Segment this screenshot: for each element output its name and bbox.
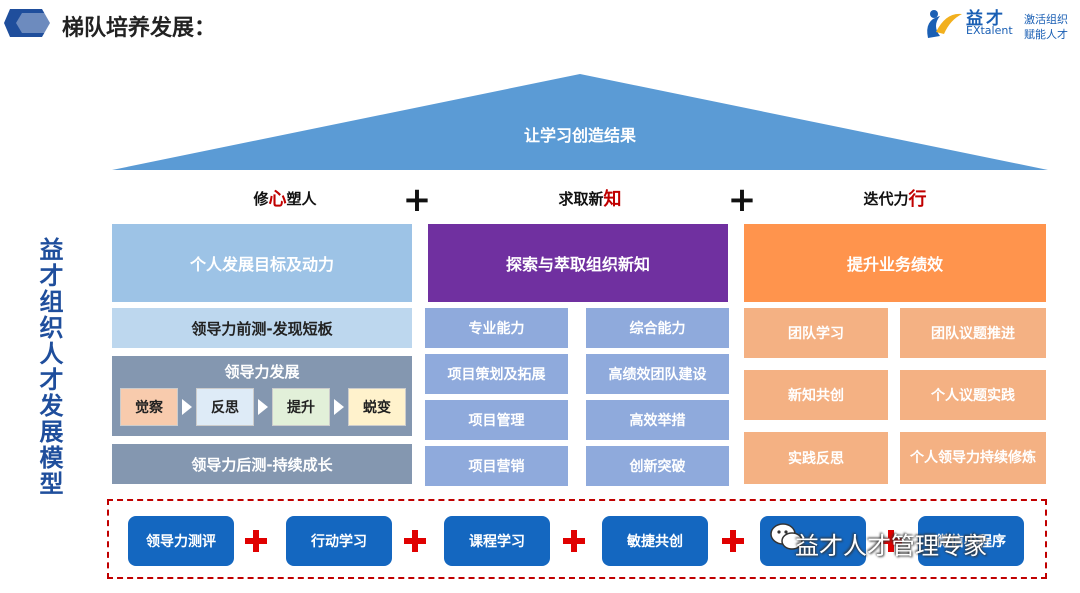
logo-icon: [927, 10, 962, 38]
knowledge-cell: 项目营销: [425, 446, 568, 486]
step-improve: 提升: [272, 388, 330, 426]
plus-icon: [880, 530, 902, 552]
logo-tagline-1: 激活组织: [1024, 13, 1068, 26]
plus-icon: [563, 530, 585, 552]
action-cell: 实践反思: [744, 432, 888, 484]
watermark-text: 益才人才管理专家: [795, 532, 987, 560]
tool-wechat-miniprogram: 微信小程序: [918, 516, 1024, 566]
plus-icon: [245, 530, 267, 552]
roof-label: 让学习创造结果: [523, 126, 636, 145]
step-aware: 觉察: [120, 388, 178, 426]
pillar-title-mind: 修心塑人: [253, 189, 317, 210]
middle-header: 探索与萃取组织新知: [428, 224, 728, 302]
knowledge-cell: 综合能力: [586, 308, 729, 348]
action-cell: 个人议题实践: [900, 370, 1046, 420]
leadership-posttest: 领导力后测-持续成长: [112, 444, 412, 484]
action-cell: 团队学习: [744, 308, 888, 358]
knowledge-cell: 高绩效团队建设: [586, 354, 729, 394]
knowledge-cell: 项目管理: [425, 400, 568, 440]
tool-agile-cocreation: 敏捷共创: [602, 516, 708, 566]
leadership-pretest: 领导力前测-发现短板: [112, 308, 412, 348]
roof-triangle: [112, 74, 1048, 170]
knowledge-cell: 专业能力: [425, 308, 568, 348]
hexagon-icon: [4, 9, 54, 37]
logo-name: 益才: [966, 9, 1006, 29]
action-cell: 新知共创: [744, 370, 888, 420]
knowledge-cell: 创新突破: [586, 446, 729, 486]
tool-leadership-assessment: 领导力测评: [128, 516, 234, 566]
plus-icon: +: [402, 180, 432, 220]
knowledge-cell: 高效举措: [586, 400, 729, 440]
wechat-icon: [770, 523, 803, 550]
right-header: 提升业务绩效: [744, 224, 1046, 302]
vertical-model-label: 益才组织人才发展模型: [35, 237, 63, 497]
left-header: 个人发展目标及动力: [112, 224, 412, 302]
logo-english: EXtalent: [966, 24, 1013, 37]
step-reflect: 反思: [196, 388, 254, 426]
tool-course-learning: 课程学习: [444, 516, 550, 566]
knowledge-cell: 项目策划及拓展: [425, 354, 568, 394]
tool-action-learning: 行动学习: [286, 516, 392, 566]
pillar-title-knowledge: 求取新知: [558, 189, 622, 210]
plus-icon: +: [727, 180, 757, 220]
action-cell: 个人领导力持续修炼: [900, 432, 1046, 484]
leadership-develop-box: 领导力发展 觉察 反思 提升 蜕变: [112, 356, 412, 436]
arrow-right-icon: [334, 399, 344, 415]
plus-icon: [404, 530, 426, 552]
step-transform: 蜕变: [348, 388, 406, 426]
pillar-title-action: 迭代力行: [863, 189, 927, 210]
support-tools-frame: [107, 499, 1047, 579]
brand-logo: [922, 4, 1074, 44]
arrow-right-icon: [182, 399, 192, 415]
page-title: 梯队培养发展：: [62, 16, 217, 41]
logo-tagline-2: 赋能人才: [1024, 28, 1068, 41]
action-cell: 团队议题推进: [900, 308, 1046, 358]
develop-title: 领导力发展: [224, 362, 300, 381]
plus-icon: [722, 530, 744, 552]
arrow-right-icon: [258, 399, 268, 415]
